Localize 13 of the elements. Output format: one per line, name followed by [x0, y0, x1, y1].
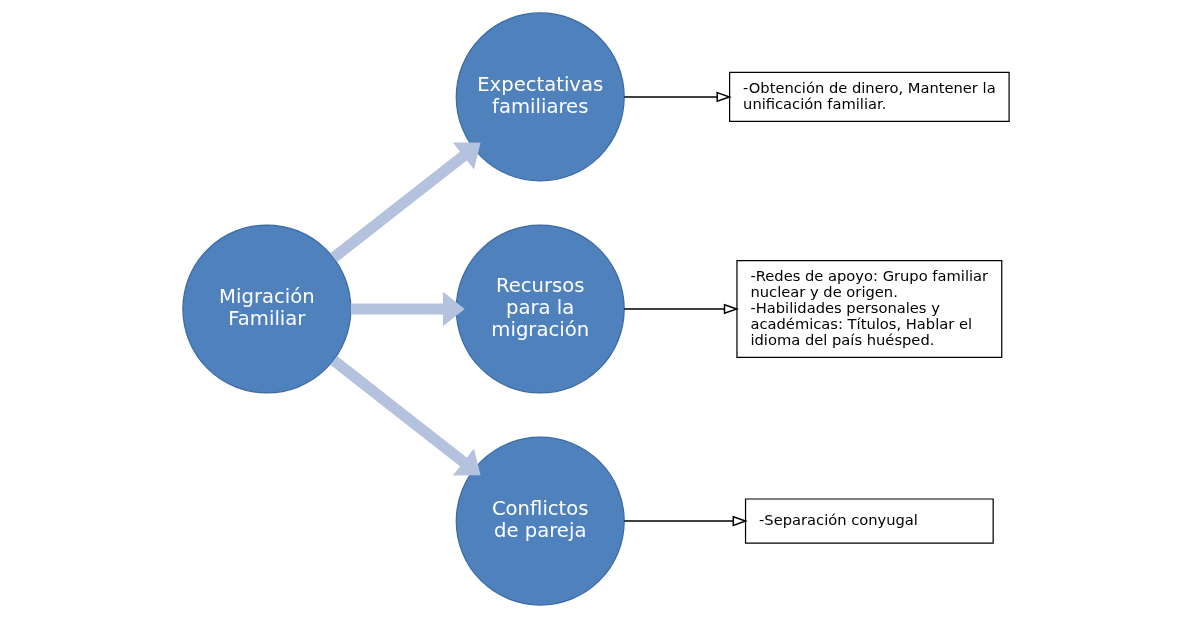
node-box: -Obtención de dinero, Mantener la unificación familiar.	[729, 71, 1010, 123]
arrow	[330, 356, 481, 476]
node-circle: Conflictos de pareja	[455, 436, 625, 606]
arrow	[330, 142, 481, 262]
node-circle: Migración Familiar	[182, 224, 352, 394]
node-box: -Separación conyugal	[744, 498, 994, 544]
arrow	[623, 303, 739, 315]
node-box: -Redes de apoyo: Grupo familiar nuclear y de origen. -Habilidades personales y académicas: Títulos, Hablar el idioma del país huésped.	[736, 259, 1003, 359]
arrow	[623, 515, 748, 527]
node-circle: Recursos para la migración	[455, 224, 625, 394]
node-circle: Expectativas familiares	[455, 12, 625, 182]
arrow	[350, 291, 465, 327]
arrow	[623, 91, 732, 103]
